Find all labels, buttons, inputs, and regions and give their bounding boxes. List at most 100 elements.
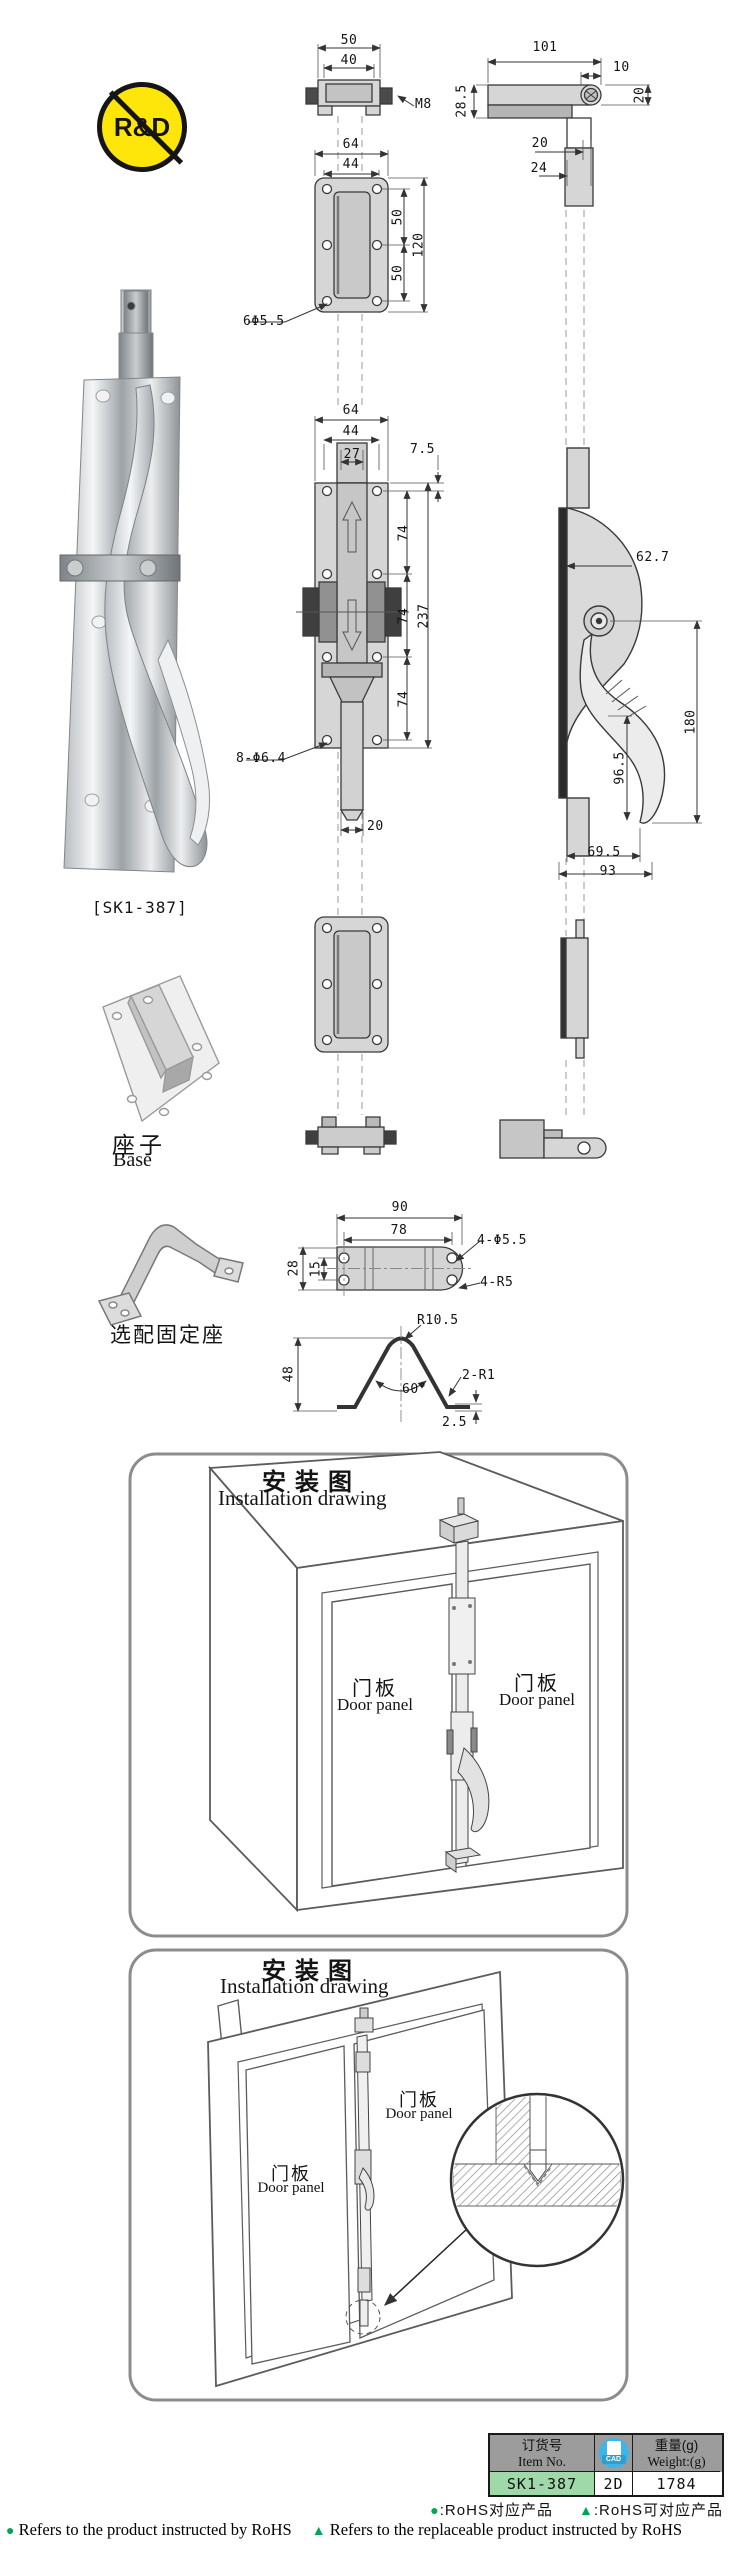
dim-plan-hole-span: 78	[390, 1223, 408, 1238]
dim-body-rod-width: 20	[367, 819, 384, 834]
item-no-header-cell: 订货号 Item No.	[490, 2435, 595, 2472]
dim-plan-corners: 4-R5	[480, 1275, 514, 1290]
dim-profile-thickness: 2.5	[442, 1415, 467, 1430]
dim-bracket-channel-width: 24	[530, 161, 548, 176]
drawing-main-body	[296, 442, 409, 821]
dim-body-length: 237	[416, 603, 432, 629]
dim-body-hole-offset: 7.5	[410, 442, 435, 457]
dim-plan-width: 28	[286, 1259, 302, 1277]
item-no-header-en: Item No.	[518, 2453, 566, 2469]
dim-keeper-hole-span-lower: 50	[390, 264, 406, 282]
no-rnd-logo: R&D	[97, 82, 187, 172]
drawing-bracket-plan	[327, 1242, 472, 1296]
drawing-top-bracket	[487, 84, 602, 207]
dim-body-pitch-2: 74	[396, 607, 412, 625]
dim-keeper-holes: 6Φ5.5	[243, 314, 285, 329]
item-no-cell: SK1-387	[490, 2472, 595, 2495]
base-3d-sketch	[102, 975, 220, 1123]
order-table: 订货号 Item No. CAD 重量(g) Weight:(g) SK1-38…	[488, 2433, 724, 2497]
product-photo	[59, 289, 211, 873]
detail-section-view	[453, 2096, 621, 2207]
cad-type-cell: 2D	[595, 2472, 633, 2495]
drawing-keeper-plate-lower	[314, 916, 389, 1053]
dim-bracket-length: 101	[532, 40, 558, 55]
dim-handle-pivot-depth: 62.7	[636, 550, 670, 565]
optional-bracket-label: 选配固定座	[110, 1324, 225, 1347]
install1-door-right-zh: 门板	[514, 1673, 560, 1695]
install1-title-en: Installation drawing	[218, 1486, 387, 1510]
weight-header-cell: 重量(g) Weight:(g)	[633, 2435, 720, 2472]
dim-body-holes: 8-Φ6.4	[236, 751, 286, 766]
install2-title-en: Installation drawing	[220, 1974, 389, 1998]
dim-keeper-width: 64	[342, 137, 360, 152]
drawing-keeper-plate-upper	[314, 177, 389, 313]
install1-door-left-en: Door panel	[336, 1695, 414, 1714]
drawing-keeper-side-view	[560, 919, 589, 1059]
install2-door-right-en: Door panel	[385, 2106, 453, 2122]
dim-body-pitch-1: 74	[396, 524, 412, 542]
dim-bracket-pin-offset: 10	[613, 60, 630, 75]
product-model-label: [SK1-387]	[92, 898, 188, 917]
rohs-triangle-icon-en: ▲	[311, 2524, 326, 2539]
weight-header-zh: 重量(g)	[654, 2437, 699, 2453]
logo-text: R&D	[113, 111, 171, 142]
dim-body-slot-width: 44	[342, 424, 360, 439]
dim-handle-grip-length: 96.5	[612, 751, 628, 785]
weight-cell: 1784	[633, 2472, 720, 2495]
order-table-row: SK1-387 2D 1784	[490, 2472, 722, 2495]
dim-keeper-hole-span-upper: 50	[390, 208, 406, 226]
rohs-dot-icon: ●	[430, 2502, 440, 2518]
installed-latch-2	[354, 2007, 375, 2327]
dim-body-slider-width: 27	[343, 447, 361, 462]
rohs-note-en: ● Refers to the product instructed by Ro…	[6, 2520, 683, 2539]
dim-top-clamp-thread: M8	[415, 97, 432, 112]
cad-icon-label: CAD	[605, 2456, 622, 2463]
drawing-bracket-profile	[337, 1326, 470, 1422]
order-table-header: 订货号 Item No. CAD 重量(g) Weight:(g)	[490, 2435, 722, 2472]
install1-title-zh: 安装图	[262, 1469, 361, 1496]
detail-target-circle	[345, 2299, 381, 2335]
dim-handle-reach: 69.5	[587, 845, 621, 860]
install2-title-zh: 安装图	[262, 1958, 361, 1985]
install2-door-left-zh: 门板	[271, 2164, 311, 2184]
drawing-handle-side-view	[558, 447, 666, 857]
dim-handle-total-depth: 93	[599, 864, 617, 879]
dimension-lines	[246, 44, 702, 1424]
dim-keeper-slot-width: 44	[342, 157, 360, 172]
rohs-note-zh: ●:RoHS对应产品▲:RoHS可对应产品	[430, 2502, 723, 2519]
dim-plan-hole-pitch: 15	[308, 1260, 324, 1278]
cad-header-cell: CAD	[595, 2435, 633, 2472]
detail-pointer-arrow	[384, 2227, 469, 2306]
cad-document-icon: CAD	[598, 2438, 629, 2468]
installed-latch-1	[438, 1497, 490, 1873]
base-label-zh: 座子	[112, 1132, 166, 1158]
dim-profile-foot-radius: 2-R1	[462, 1368, 496, 1383]
install2-door-left-en: Door panel	[257, 2180, 325, 2196]
dim-bracket-height: 28.5	[454, 84, 470, 118]
drawing-top-clamp	[305, 79, 393, 116]
install1-door-right-en: Door panel	[498, 1690, 576, 1709]
dim-keeper-height: 120	[411, 232, 427, 258]
weight-header-en: Weight:(g)	[647, 2453, 706, 2469]
dim-top-clamp-width: 50	[340, 33, 358, 48]
dim-plan-length: 90	[391, 1200, 409, 1215]
installation-box-1	[128, 1451, 629, 1938]
dim-body-width: 64	[342, 403, 360, 418]
install1-door-left-zh: 门板	[352, 1678, 398, 1700]
rohs-dot-icon-en: ●	[6, 2524, 15, 2539]
rohs-triangle-icon: ▲	[578, 2502, 594, 2518]
base-label-en: Base	[113, 1149, 152, 1171]
dim-profile-height: 48	[281, 1365, 297, 1383]
item-no-header-zh: 订货号	[521, 2437, 563, 2453]
dim-top-clamp-inner-width: 40	[340, 53, 358, 68]
dim-profile-angle: 60°	[402, 1382, 427, 1397]
dim-profile-bend-radius: R10.5	[417, 1313, 459, 1328]
install2-door-right-zh: 门板	[399, 2090, 439, 2110]
dim-bracket-end-height: 20	[632, 86, 648, 104]
dim-plan-holes: 4-Φ5.5	[477, 1233, 527, 1248]
drawing-clamp-front-lower	[305, 1116, 397, 1155]
dim-body-pitch-3: 74	[396, 690, 412, 708]
drawing-handle-end-view	[499, 1119, 607, 1159]
